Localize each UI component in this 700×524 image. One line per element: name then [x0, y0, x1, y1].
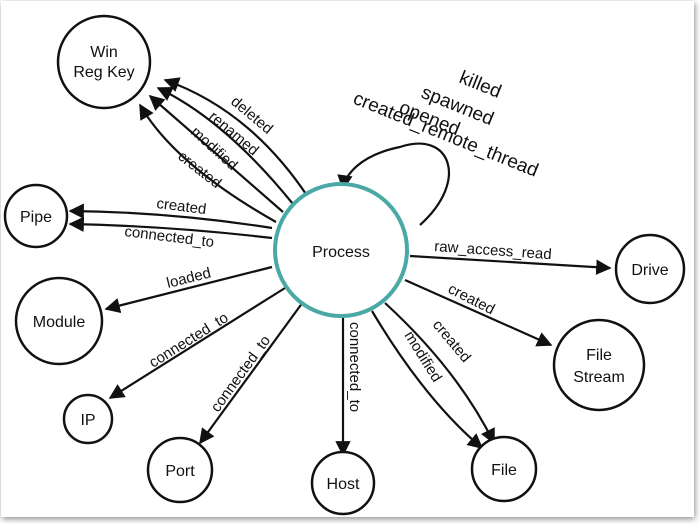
port-label: Port [165, 463, 195, 480]
module-label: Module [33, 314, 86, 331]
node-port[interactable]: Port [146, 436, 214, 504]
edge-modified-regkey [148, 94, 284, 213]
process-label: Process [312, 244, 370, 261]
node-process[interactable]: Process [273, 182, 409, 318]
node-module[interactable]: Module [14, 276, 104, 366]
edge-raw-access-read [409, 254, 612, 275]
winregkey-label-line2: Reg Key [73, 64, 134, 81]
label-created-file: created [429, 317, 474, 366]
file-label: File [491, 462, 517, 479]
label-created-filestream: created [445, 280, 497, 318]
ip-label: IP [80, 412, 95, 429]
edge-connected-to-port [199, 301, 304, 445]
node-filestream[interactable]: File Stream [552, 318, 646, 412]
edge-created-file [384, 302, 495, 445]
node-pipe[interactable]: Pipe [3, 183, 69, 249]
edge-deleted [163, 77, 309, 198]
edge-created-pipe [68, 203, 273, 230]
edge-connected-to-pipe [68, 216, 273, 240]
edge-created-filestream [404, 278, 553, 347]
label-connected-to-port: connected_to [207, 332, 274, 415]
node-host[interactable]: Host [310, 450, 376, 516]
edge-self-loop [337, 142, 450, 226]
label-connected-to-host: connected_to [346, 322, 363, 412]
label-created-pipe: created [156, 195, 208, 218]
node-ip[interactable]: IP [62, 393, 114, 445]
edge-renamed [156, 87, 294, 205]
drive-label: Drive [631, 262, 668, 279]
edge-created-regkey [139, 103, 277, 223]
label-connected-to-pipe: connected_to [124, 223, 215, 251]
label-connected-to-ip: connected_to [146, 309, 231, 371]
host-label: Host [327, 476, 360, 493]
filestream-label-line1: File [586, 347, 612, 364]
filestream-label-line2: Stream [573, 369, 625, 386]
pipe-label: Pipe [20, 209, 52, 226]
node-file[interactable]: File [470, 435, 538, 503]
node-drive[interactable]: Drive [614, 233, 686, 305]
edge-modified-file [371, 310, 484, 449]
edge-loaded [104, 265, 273, 314]
edge-connected-to-ip [108, 287, 286, 399]
node-winregkey[interactable]: Win Reg Key [56, 14, 152, 110]
winregkey-label-line1: Win [90, 44, 118, 61]
